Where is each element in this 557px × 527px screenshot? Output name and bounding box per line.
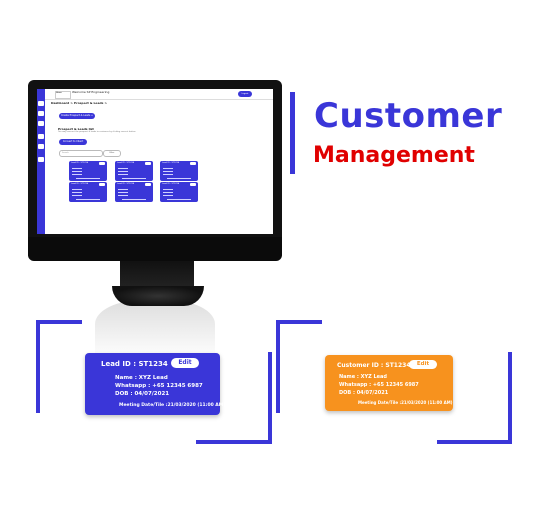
lead-card-mini[interactable]: Lead ID : ST1234 — [115, 182, 153, 202]
edit-button[interactable]: Edit — [171, 358, 199, 368]
customer-card[interactable]: Customer ID : ST1234 Edit Name : XYZ Lea… — [325, 355, 453, 411]
lead-dob: DOB : 04/07/2021 — [115, 391, 170, 397]
welcome-text: Welcome SP Engineering — [72, 90, 110, 94]
edit-button[interactable]: Edit — [409, 360, 437, 369]
bracket-line — [36, 320, 82, 324]
customer-meeting: Meeting Date/Tile :21/03/2020 (11:00 AM) — [358, 400, 453, 405]
bracket-line — [36, 320, 40, 413]
section-title: Prospect & Leads list — [58, 127, 94, 131]
lead-card-mini-title: Lead ID : ST1234 — [71, 162, 89, 164]
monitor-stand-base — [112, 286, 204, 306]
dashboard-icon[interactable] — [38, 101, 44, 106]
bracket-line — [276, 320, 280, 413]
edit-button[interactable] — [190, 162, 196, 165]
lead-card-mini-title: Lead ID : ST1234 — [117, 183, 135, 185]
app-tab[interactable]: Home — [55, 91, 71, 99]
customer-card-title: Customer ID : ST1234 — [337, 362, 411, 369]
settings-icon[interactable] — [38, 157, 44, 162]
customer-name: Name : XYZ Lead — [339, 374, 388, 380]
lead-card-title: Lead ID : ST1234 — [101, 360, 168, 368]
lead-card-mini-title: Lead ID : ST1234 — [117, 162, 135, 164]
edit-button[interactable] — [190, 183, 196, 186]
page-title: Customer — [314, 96, 503, 136]
lead-name: Name : XYZ Lead — [115, 375, 168, 381]
lead-card[interactable]: Lead ID : ST1234 Edit Name : XYZ Lead Wh… — [85, 353, 225, 415]
lead-card-mini-title: Lead ID : ST1234 — [71, 183, 89, 185]
customer-dob: DOB : 04/07/2021 — [339, 390, 389, 396]
lead-whatsapp: Whatsapp : +65 12345 6987 — [115, 383, 203, 389]
monitor-shadow — [95, 300, 215, 360]
reports-icon[interactable] — [38, 144, 44, 149]
bracket-line — [437, 440, 512, 444]
leads-icon[interactable] — [38, 111, 44, 116]
customers-icon[interactable] — [38, 121, 44, 126]
page-subtitle: Management — [313, 143, 475, 168]
lead-card-mini[interactable]: Lead ID : ST1234 — [69, 182, 107, 202]
bracket-line — [196, 440, 272, 444]
customer-whatsapp: Whatsapp : +65 12345 6987 — [339, 382, 419, 388]
section-subtitle: You may convert the prospect & leads to … — [58, 131, 136, 133]
lead-card-mini[interactable]: Lead ID : ST1234 — [160, 161, 198, 181]
calendar-icon[interactable] — [38, 134, 44, 139]
lead-meeting: Meeting Date/Tile :21/03/2020 (11:00 AM) — [119, 403, 226, 408]
lead-card-mini-title: Lead ID : ST1234 — [162, 162, 180, 164]
bracket-line — [276, 320, 322, 324]
monitor-screen: Home Welcome SP Engineering Logout Dashb… — [37, 89, 273, 234]
bracket-line — [268, 352, 272, 444]
convert-to-client-button[interactable]: Convert to Client — [59, 139, 87, 145]
edit-button[interactable] — [99, 162, 105, 165]
edit-button[interactable] — [145, 162, 151, 165]
filter-dropdown[interactable]: Filter — [103, 150, 121, 157]
title-accent-bar — [290, 92, 295, 174]
monitor-chin — [28, 237, 282, 261]
lead-card-mini[interactable]: Lead ID : ST1234 — [160, 182, 198, 202]
edit-button[interactable] — [99, 183, 105, 186]
create-prospect-button[interactable]: Create Prospect & Leads + — [59, 113, 95, 119]
lead-card-mini-title: Lead ID : ST1234 — [162, 183, 180, 185]
lead-card-mini[interactable]: Lead ID : ST1234 — [115, 161, 153, 181]
app-sidebar — [37, 89, 45, 234]
lead-card-mini[interactable]: Lead ID : ST1234 — [69, 161, 107, 181]
search-input[interactable]: Search — [59, 150, 103, 157]
breadcrumb: Dashboard > Prospect & Leads > — [51, 101, 107, 105]
bracket-line — [508, 352, 512, 444]
edit-button[interactable] — [145, 183, 151, 186]
logout-button[interactable]: Logout — [238, 91, 252, 97]
app-topbar: Home Welcome SP Engineering Logout — [45, 89, 273, 100]
